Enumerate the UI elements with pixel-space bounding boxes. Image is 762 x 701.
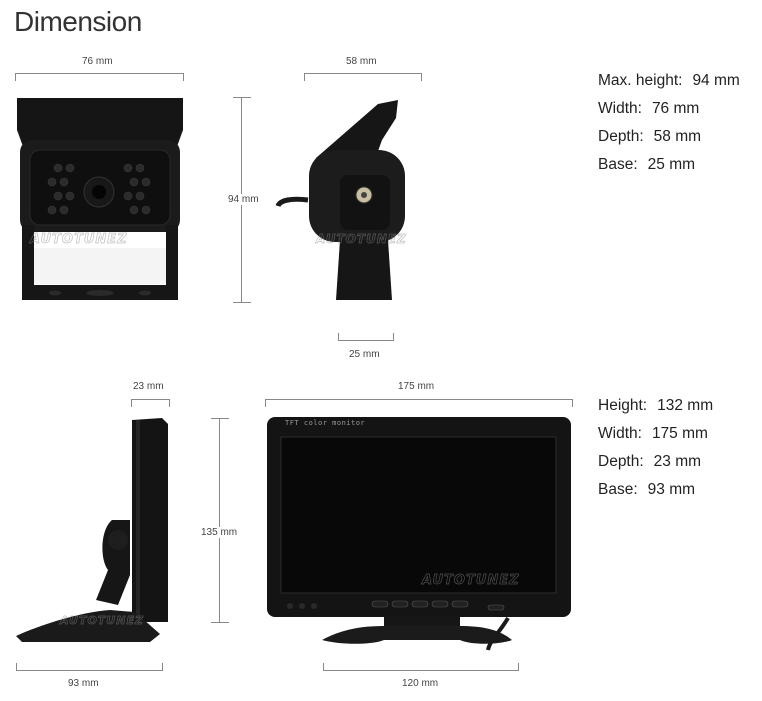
- monitor-side-image: AUTOTUNEZ: [16, 418, 168, 642]
- dim-tick: [211, 418, 229, 419]
- watermark: AUTOTUNEZ: [29, 232, 128, 247]
- spec-row: Base: 93 mm: [598, 481, 713, 509]
- spec-row: Height: 132 mm: [598, 397, 713, 425]
- spec-row: Width: 76 mm: [598, 100, 740, 128]
- spec-label: Height:: [598, 397, 648, 414]
- camera-side-depth-label: 58 mm: [346, 56, 377, 67]
- dim-tick: [323, 663, 324, 671]
- spec-value: 58 mm: [653, 128, 702, 145]
- camera-front-width-label: 76 mm: [82, 56, 113, 67]
- spec-row: Depth: 58 mm: [598, 128, 740, 156]
- dim-tick: [233, 302, 251, 303]
- monitor-front-width-line: [265, 399, 572, 400]
- camera-side-image: AUTOTUNEZ: [275, 100, 406, 300]
- dim-tick: [16, 663, 17, 671]
- dim-tick: [265, 399, 266, 407]
- spec-value: 93 mm: [647, 481, 696, 498]
- dim-tick: [572, 399, 573, 407]
- dim-tick: [518, 663, 519, 671]
- spec-label: Base:: [598, 481, 638, 498]
- spec-label: Width:: [598, 100, 642, 117]
- camera-height-label: 94 mm: [227, 194, 260, 205]
- monitor-base-side-label: 93 mm: [68, 678, 99, 689]
- monitor-side-depth-label: 23 mm: [133, 381, 164, 392]
- monitor-side-depth-line: [131, 399, 169, 400]
- camera-front-image: AUTOTUNEZ: [17, 98, 183, 300]
- camera-base-line: [338, 340, 393, 341]
- spec-label: Width:: [598, 425, 642, 442]
- page-title: Dimension: [14, 6, 142, 37]
- spec-row: Max. height: 94 mm: [598, 72, 740, 100]
- spec-label: Max. height:: [598, 72, 683, 89]
- monitor-spec-list: Height: 132 mm Width: 175 mm Depth: 23 mm B…: [598, 397, 713, 509]
- camera-spec-list: Max. height: 94 mm Width: 76 mm Depth: 58 m…: [598, 72, 740, 184]
- spec-value: 76 mm: [651, 100, 700, 117]
- dim-tick: [169, 399, 170, 407]
- spec-value: 132 mm: [657, 397, 714, 414]
- spec-row: Depth: 23 mm: [598, 453, 713, 481]
- dim-tick: [421, 73, 422, 81]
- dim-tick: [338, 333, 339, 341]
- monitor-front-width-label: 175 mm: [398, 381, 435, 392]
- dim-tick: [304, 73, 305, 81]
- dim-tick: [233, 97, 251, 98]
- spec-label: Depth:: [598, 128, 644, 145]
- dim-tick: [183, 73, 184, 81]
- monitor-base-front-line: [323, 670, 518, 671]
- dim-tick: [162, 663, 163, 671]
- spec-value: 94 mm: [692, 72, 740, 89]
- dim-tick: [15, 73, 16, 81]
- svg-text:AUTOTUNEZ: AUTOTUNEZ: [421, 573, 520, 588]
- camera-side-depth-line: [304, 73, 421, 74]
- monitor-base-front-label: 120 mm: [402, 678, 439, 689]
- spec-label: Depth:: [598, 453, 644, 470]
- spec-value: 23 mm: [653, 453, 702, 470]
- spec-value: 25 mm: [647, 156, 696, 173]
- svg-text:AUTOTUNEZ: AUTOTUNEZ: [59, 614, 144, 627]
- monitor-height-label: 135 mm: [200, 527, 239, 538]
- monitor-base-side-line: [16, 670, 162, 671]
- dim-tick: [393, 333, 394, 341]
- monitor-height-line: [219, 418, 220, 622]
- spec-label: Base:: [598, 156, 638, 173]
- dim-tick: [131, 399, 132, 407]
- camera-front-width-line: [15, 73, 183, 74]
- monitor-screen-label: TFT color monitor: [285, 419, 366, 427]
- camera-base-label: 25 mm: [349, 349, 380, 360]
- spec-row: Base: 25 mm: [598, 156, 740, 184]
- monitor-front-image: AUTOTUNEZ: [267, 417, 571, 651]
- svg-text:AUTOTUNEZ: AUTOTUNEZ: [315, 232, 407, 246]
- dim-tick: [211, 622, 229, 623]
- spec-value: 175 mm: [651, 425, 708, 442]
- spec-row: Width: 175 mm: [598, 425, 713, 453]
